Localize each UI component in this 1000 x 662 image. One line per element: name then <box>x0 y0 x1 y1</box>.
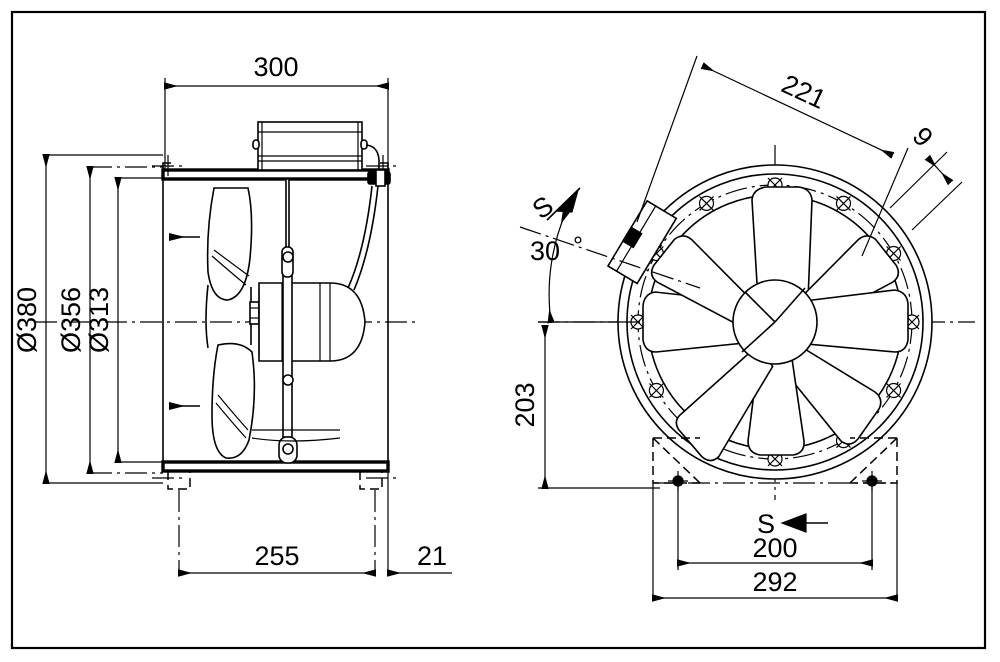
dim-203: 203 <box>510 321 660 489</box>
dim-dia-313-label: Ø313 <box>84 287 114 353</box>
side-view-group: 300 Ø380 Ø356 Ø313 255 <box>12 52 452 577</box>
motor-strut-vertical <box>278 178 298 464</box>
fan-blade <box>795 289 909 353</box>
dim-200-label: 200 <box>752 533 797 563</box>
dim-203-label: 203 <box>510 382 540 427</box>
section-arrow-head-S-top <box>554 188 580 213</box>
section-line-S <box>519 226 701 289</box>
flange-bolt <box>885 382 902 399</box>
flange-bolt <box>648 382 665 399</box>
fan-hub-edge-left <box>205 284 209 349</box>
front-view-group: 221 9 S 30 ° <box>510 55 975 602</box>
mount-bracket-hidden-right <box>359 471 383 490</box>
drawing-frame <box>10 10 987 650</box>
motor-body <box>258 282 366 362</box>
strut-eyelet-upper <box>282 251 294 263</box>
fan-blade <box>777 338 882 445</box>
dim-292: 292 <box>652 483 898 602</box>
dim-dia-380: Ø380 <box>12 154 163 484</box>
dim-255: 255 <box>178 490 376 577</box>
strut-eyelet-lower <box>282 443 294 455</box>
dim-angle-30: 30 ° <box>530 209 583 324</box>
terminal-box-lug-left <box>252 139 260 150</box>
strut-eyelet-mid <box>282 374 294 386</box>
dim-angle-degree-symbol: ° <box>573 232 583 260</box>
dim-dia-356-label: Ø356 <box>56 287 86 353</box>
motor-support-strut <box>347 185 373 289</box>
terminal-box <box>252 121 368 171</box>
dim-300-label: 300 <box>253 52 298 82</box>
fan-blade-side-upper <box>206 187 253 301</box>
fan-hub-boss <box>249 301 260 325</box>
fan-blade <box>650 235 763 331</box>
dim-292-label: 292 <box>752 567 797 597</box>
dim-200: 200 <box>677 483 873 570</box>
cable-gland-nut <box>375 169 386 187</box>
dim-21-label: 21 <box>417 541 447 571</box>
dim-dia-313: Ø313 <box>84 177 163 463</box>
terminal-box-stud <box>621 226 643 249</box>
fan-blade <box>751 186 813 301</box>
dim-9: 9 <box>889 121 963 231</box>
dim-angle-30-label: 30 <box>530 236 560 266</box>
fan-blade-side-lower <box>211 342 256 459</box>
dim-21: 21 <box>387 471 452 577</box>
dim-dia-356: Ø356 <box>56 166 163 474</box>
dim-221-label: 221 <box>777 69 831 115</box>
motor-cowl-edge <box>251 437 341 442</box>
mount-bracket-hidden-left <box>167 471 191 490</box>
dim-255-label: 255 <box>254 541 299 571</box>
casing-bottom-flange <box>161 460 390 473</box>
dim-300: 300 <box>164 52 389 170</box>
motor-support-strut-2 <box>353 185 379 291</box>
section-label-S-bottom: S <box>757 509 775 539</box>
motor-cable <box>365 144 380 172</box>
section-marker-S-bottom: S <box>757 509 828 539</box>
dim-9-label: 9 <box>907 121 939 152</box>
fan-blades-front <box>642 186 909 462</box>
section-label-S-top: S <box>527 190 559 225</box>
casing-top-flange <box>161 168 390 181</box>
flange-bolt <box>698 195 715 211</box>
dim-dia-380-label: Ø380 <box>12 287 42 353</box>
section-arrow-head-S-bottom <box>780 513 807 533</box>
flange-bolt <box>835 195 852 211</box>
fan-blade <box>675 343 774 462</box>
